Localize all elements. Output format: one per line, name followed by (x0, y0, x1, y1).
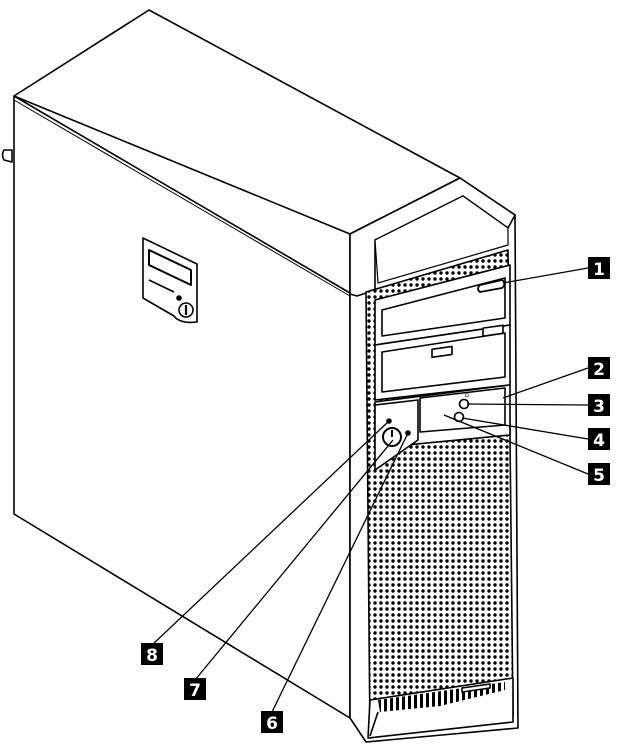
callout-2-label: 2 (593, 360, 605, 380)
leader-lines (151, 267, 589, 713)
callout-4-label: 4 (593, 431, 605, 451)
drive-eject-button (477, 279, 506, 293)
leader-line-6 (271, 432, 409, 713)
callout-7-label: 7 (189, 681, 201, 701)
callout-5: 5 (588, 463, 610, 486)
leader-line-8 (151, 420, 390, 646)
callout-1: 1 (588, 257, 610, 280)
leader-line-4 (461, 417, 589, 440)
svg-text:Ω: Ω (465, 393, 469, 399)
usb-port-front-2 (431, 345, 453, 359)
callout-7: 7 (184, 678, 206, 701)
leader-line-5 (443, 414, 589, 475)
callout-8: 8 (141, 643, 163, 666)
callout-5-label: 5 (593, 466, 605, 486)
callout-1-label: 1 (593, 260, 605, 280)
optical-drive-bay (374, 264, 511, 346)
key-lock-icon (176, 295, 194, 318)
usb-port-front (482, 324, 504, 337)
drive-bay-2 (374, 324, 511, 401)
leader-line-3 (466, 403, 589, 406)
leader-line-7 (194, 439, 394, 681)
side-handle (142, 237, 198, 324)
tower-case: Ω (1, 9, 519, 743)
control-panel (374, 399, 419, 471)
callout-6-label: 6 (266, 714, 278, 734)
callout-8-label: 8 (146, 646, 158, 666)
callout-6: 6 (261, 711, 283, 734)
callout-3: 3 (588, 394, 610, 417)
callout-3-label: 3 (593, 397, 605, 417)
rear-latch (1, 149, 13, 163)
callout-2: 2 (588, 357, 610, 380)
leader-line-2 (502, 367, 589, 399)
leader-line-1 (502, 267, 589, 284)
callout-4: 4 (588, 428, 610, 451)
